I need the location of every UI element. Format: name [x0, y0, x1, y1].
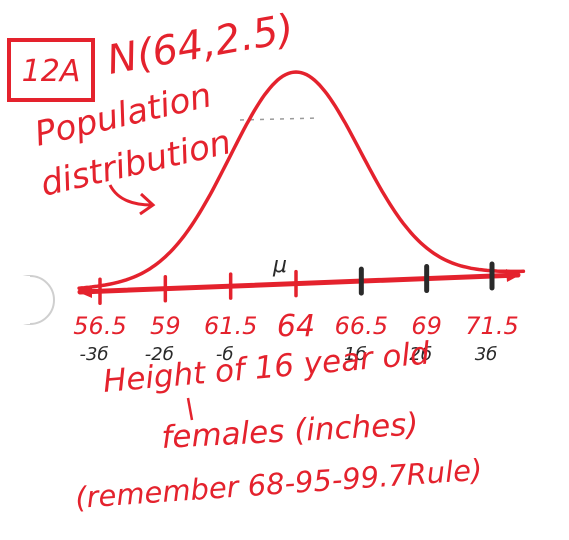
axis-value-label: 71.5 — [465, 312, 518, 340]
axis-sigma-label: -3б — [79, 344, 108, 365]
pointer-arrow-head — [139, 192, 156, 216]
axis-value-label: 61.5 — [204, 312, 257, 340]
punch-hole-mask — [0, 276, 30, 324]
tag-box — [7, 38, 95, 102]
mu-symbol: μ — [272, 253, 287, 278]
bell-curve — [77, 70, 526, 290]
axis-value-label: 56.5 — [73, 312, 126, 340]
axis-sigma-label: 1б — [344, 344, 367, 365]
axis-value-label: 59 — [150, 312, 181, 340]
axis-left-arrow — [78, 286, 92, 298]
axis-value-label: 64 — [277, 309, 315, 344]
axis-sigma-label: -2б — [145, 344, 174, 365]
title-underline-stroke — [186, 397, 194, 421]
axis-right-arrow — [506, 269, 520, 282]
axis-value-label: 66.5 — [335, 312, 388, 340]
title-line2: females (inches) — [161, 407, 420, 456]
tick-group — [98, 261, 495, 305]
faint-dash — [239, 117, 321, 121]
distribution-label: N(64,2.5) — [104, 6, 297, 84]
axis-sigma-labels: -3б -2б -б 1б 2б 3б — [79, 344, 497, 365]
reminder-note: (remember 68-95-99.7Rule) — [74, 453, 483, 515]
axis-value-label: 69 — [411, 312, 442, 340]
axis-sigma-label: -б — [216, 344, 234, 365]
axis-sigma-label: 3б — [475, 344, 498, 365]
pointer-arrow-shaft — [108, 184, 153, 207]
axis-sigma-label: 2б — [409, 344, 432, 365]
tag-label: 12A — [22, 54, 81, 89]
horizontal-axis — [77, 272, 521, 295]
axis-value-labels: 56.5 59 61.5 64 66.5 69 71.5 — [73, 309, 518, 344]
